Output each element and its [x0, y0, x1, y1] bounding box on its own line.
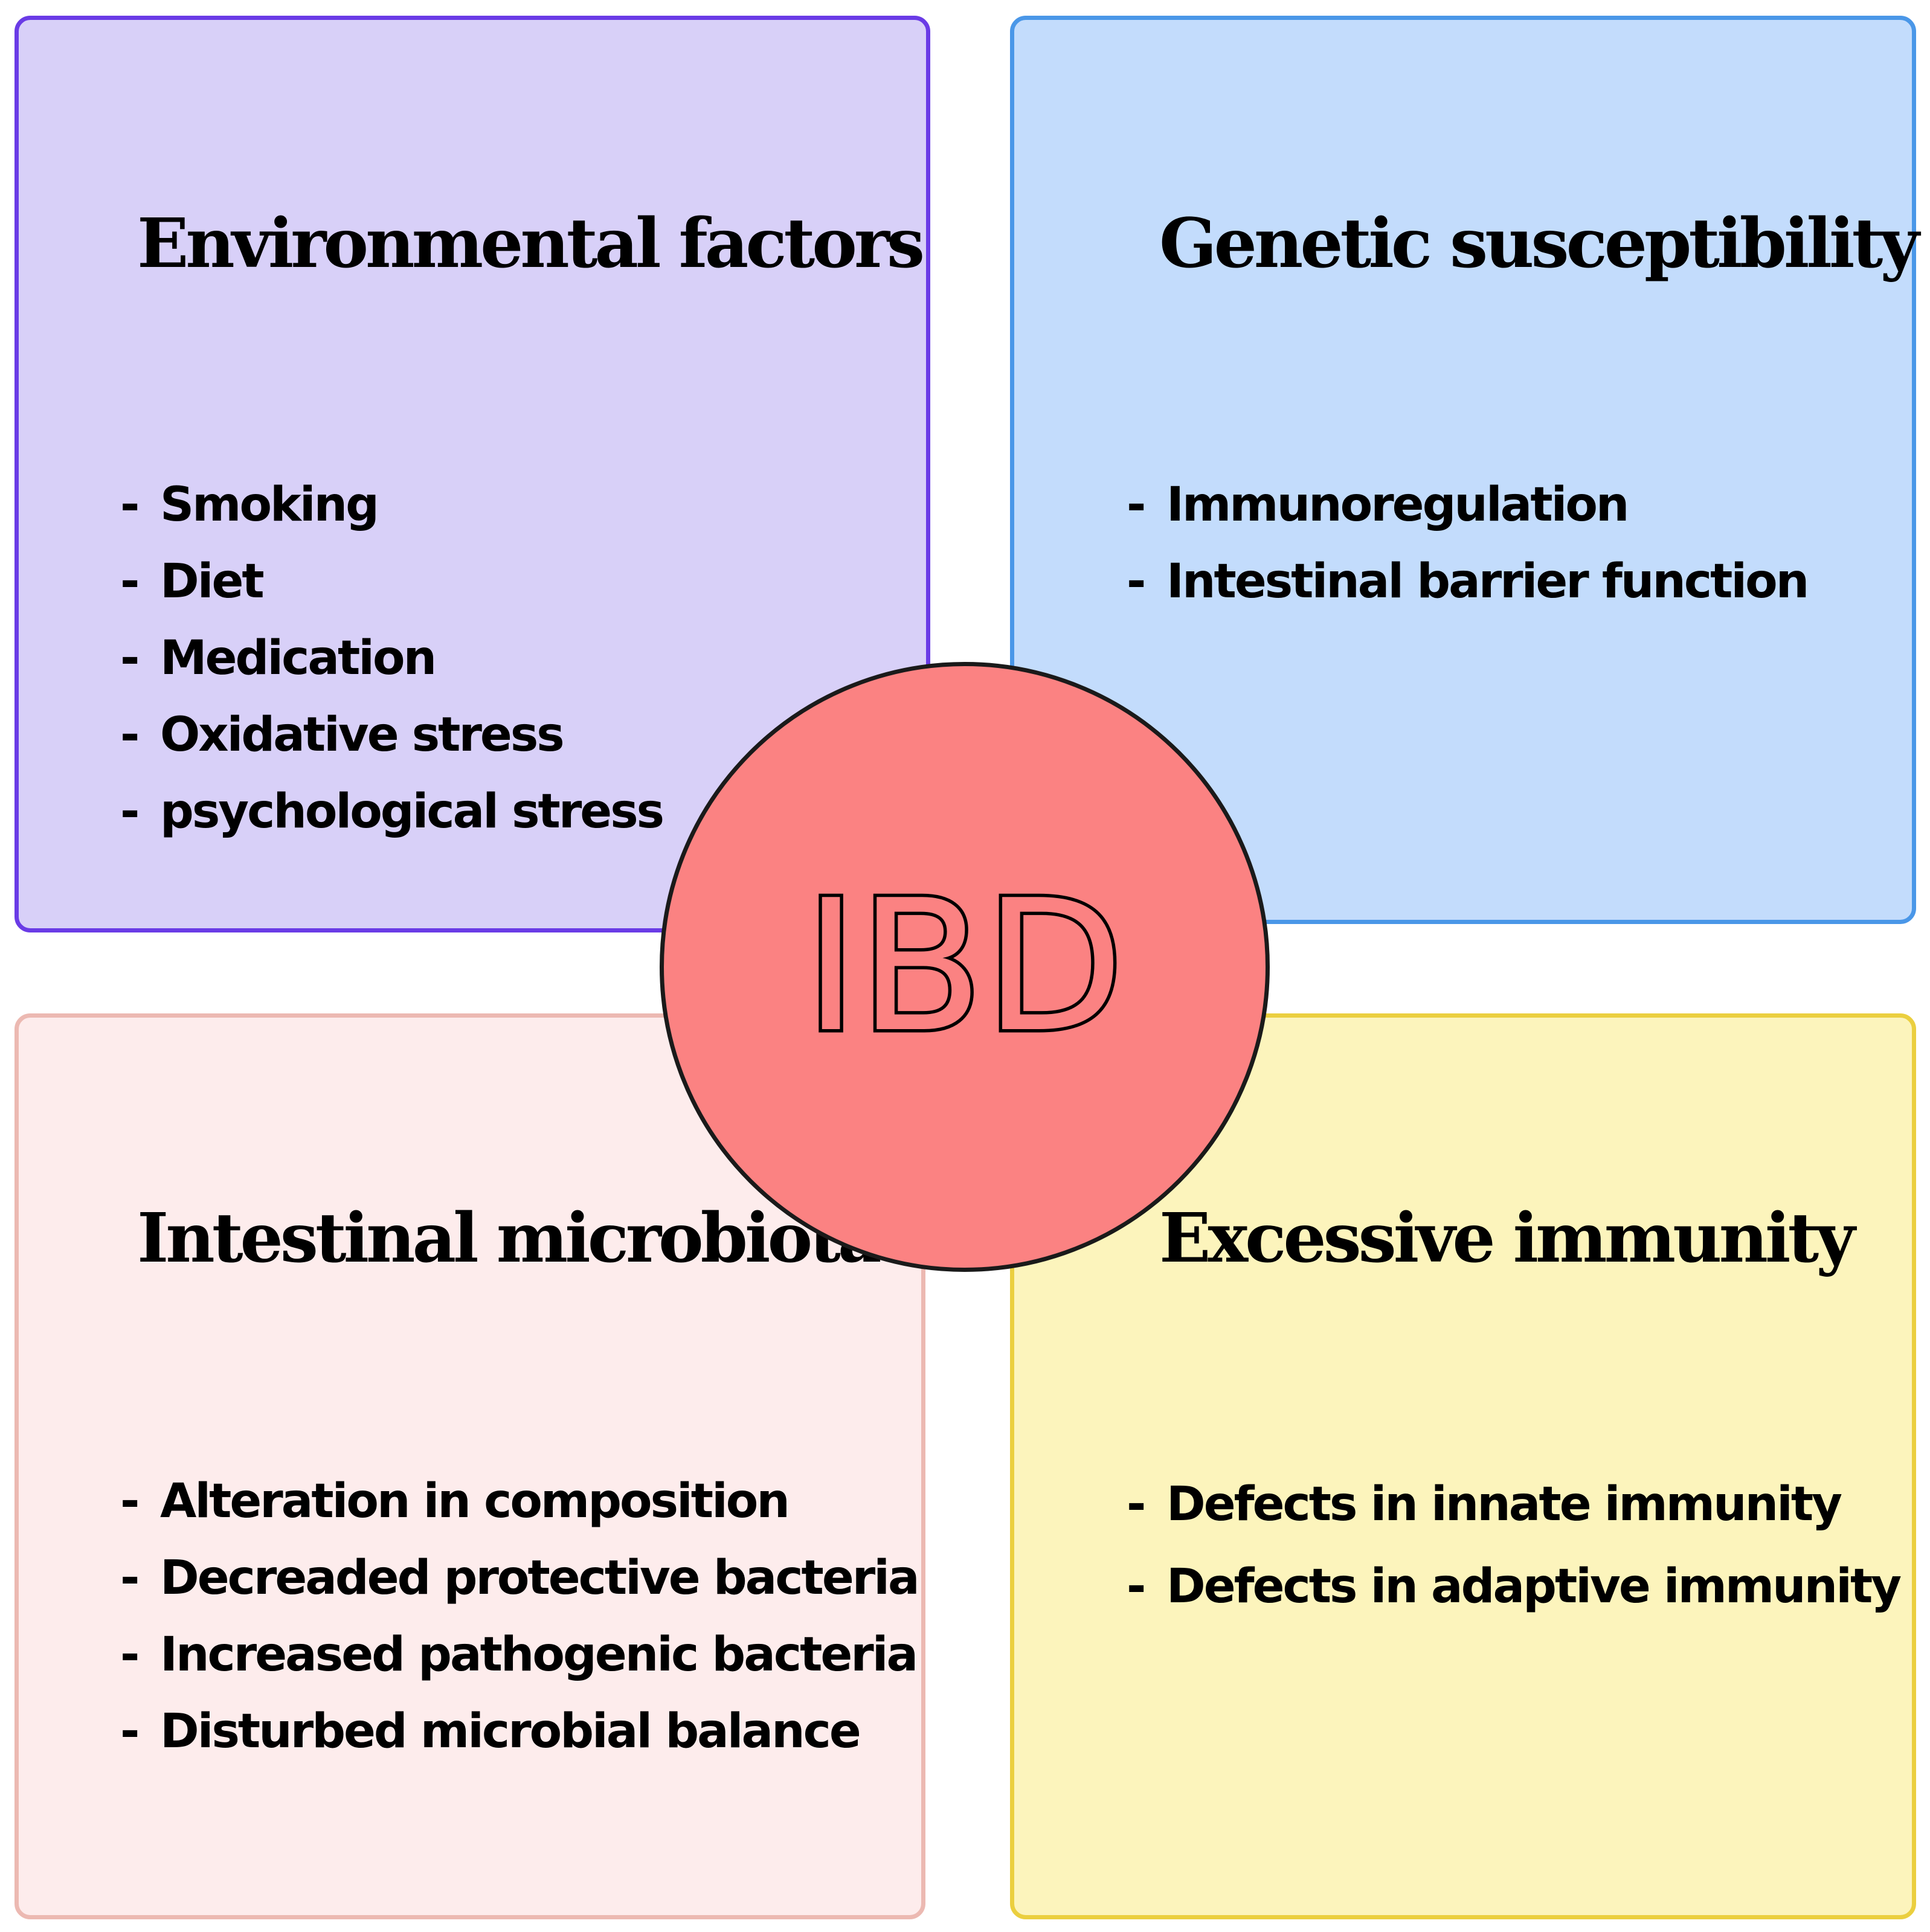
genetic-susceptibility-item: Immunoregulation [1127, 467, 1807, 544]
genetic-susceptibility-list: Immunoregulation Intestinal barrier func… [1127, 467, 1809, 620]
excessive-immunity-title: Excessive immunity [1159, 1199, 1855, 1278]
environmental-factors-title: Environmental factors [137, 204, 925, 283]
intestinal-microbiota-title: Intestinal microbiota [137, 1199, 882, 1278]
excessive-immunity-item: Defects in innate immunity [1127, 1463, 1900, 1545]
ibd-center-circle: IBD [660, 662, 1270, 1272]
intestinal-microbiota-item: Decreaded protective bacteria [120, 1540, 920, 1617]
intestinal-microbiota-item: Increased pathogenic bacteria [120, 1617, 918, 1693]
intestinal-microbiota-list: Alteration in composition Decreaded prot… [120, 1463, 920, 1770]
genetic-susceptibility-item: Intestinal barrier function [1127, 544, 1809, 620]
excessive-immunity-list: Defects in innate immunity Defects in ad… [1127, 1463, 1902, 1628]
environmental-factor-item: Oxidative stress [120, 697, 663, 774]
environmental-factor-item: Smoking [120, 467, 663, 544]
environmental-factor-item: Diet [120, 544, 663, 620]
environmental-factors-list: Smoking Diet Medication Oxidative stress… [120, 467, 664, 850]
intestinal-microbiota-item: Alteration in composition [120, 1463, 918, 1540]
environmental-factor-item: psychological stress [120, 774, 664, 850]
excessive-immunity-panel: Excessive immunity Defects in innate imm… [1010, 1013, 1916, 1919]
intestinal-microbiota-item: Disturbed microbial balance [120, 1693, 918, 1770]
ibd-label: IBD [801, 861, 1127, 1072]
environmental-factor-item: Medication [120, 620, 663, 697]
environmental-factors-panel: Environmental factors Smoking Diet Medic… [14, 16, 930, 932]
genetic-susceptibility-title: Genetic susceptibility [1159, 204, 1919, 283]
excessive-immunity-item: Defects in adaptive immunity [1127, 1545, 1902, 1628]
